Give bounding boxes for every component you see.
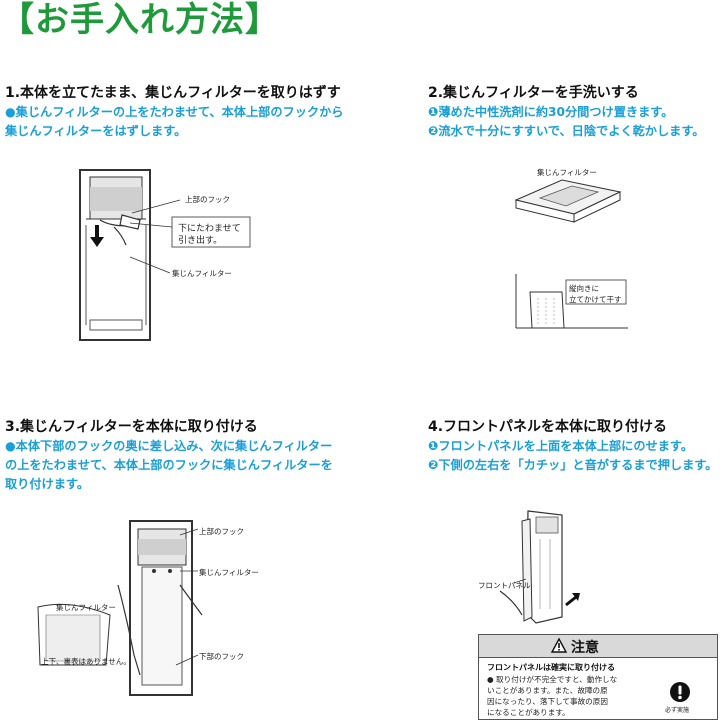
step-3-filter-label: 集じんフィルター [199, 568, 259, 577]
step-2-soak-illustration [514, 179, 622, 223]
caution-line: いことがあります。また、故障の原 [487, 686, 608, 695]
step-3-line: の上をたわませて、本体上部のフックに集じんフィルターを [5, 458, 333, 472]
step-3-bottom-hook-label: 下部のフック [199, 652, 244, 661]
step-1-heading: 1.本体を立てたまま、集じんフィルターを取りはずす [5, 85, 341, 101]
step-3-line: ●本体下部のフックの奥に差し込み、次に集じんフィルター [5, 439, 333, 453]
step-3-illustration [37, 520, 203, 696]
step-2-line: ❶薄めた中性洗剤に約30分間つけ置きます。 [428, 105, 674, 119]
step-1-hook-label: 上部のフック [185, 195, 230, 204]
caution-header [479, 635, 717, 658]
step-2-dry-label-1: 縦向きに [569, 284, 599, 293]
caution-title: 注意 [571, 640, 599, 656]
caution-line: になることがあります。 [487, 708, 570, 717]
step-4-heading: 4.フロントパネルを本体に取り付ける [428, 419, 668, 435]
step-2-line: ❷流水で十分にすすいで、日陰でよく乾かします。 [428, 124, 705, 138]
step-2-text: ❶薄めた中性洗剤に約30分間つけ置きます。 ❷流水で十分にすすいで、日陰でよく乾… [428, 103, 705, 141]
step-3-line: 取り付けます。 [5, 477, 90, 491]
step-1-pull-label-2: 引き出す。 [178, 236, 223, 246]
caution-subtitle: フロントパネルは確実に取り付ける [487, 663, 615, 672]
warning-triangle-icon [550, 637, 568, 653]
step-2-filter-label: 集じんフィルター [537, 168, 597, 177]
caution-text: ● 取り付けが不完全ですと、動作しな いことがあります。また、故障の原 因になっ… [487, 674, 617, 718]
caution-box: 注意 フロントパネルは確実に取り付ける ● 取り付けが不完全ですと、動作しな い… [478, 634, 718, 720]
step-1-illustration [79, 169, 251, 341]
step-3-top-hook-label: 上部のフック [199, 527, 244, 536]
step-3-filter-zoom-label: 集じんフィルター [56, 603, 116, 612]
step-4-illustration [499, 510, 580, 624]
step-3-no-side-label: 上下、裏表はありません。 [41, 657, 131, 666]
step-2-dry-label-2: 立てかけて干す [569, 295, 622, 304]
caution-line: 因になったり、落下して事故の原因 [487, 697, 608, 706]
step-3-heading: 3.集じんフィルターを本体に取り付ける [5, 419, 258, 435]
step-1-pull-label-1: 下にたわませて [178, 224, 241, 234]
step-4-line: ❷下側の左右を「カチッ」と音がするまで押します。 [428, 458, 718, 472]
must-do-icon [670, 682, 690, 702]
step-2-heading: 2.集じんフィルターを手洗いする [428, 85, 639, 101]
step-4-text: ❶フロントパネルを上面を本体上部にのせます。 ❷下側の左右を「カチッ」と音がする… [428, 437, 717, 475]
step-3-text: ●本体下部のフックの奥に差し込み、次に集じんフィルター の上をたわませて、本体上… [5, 437, 333, 494]
step-1-line: ●集じんフィルターの上をたわませて、本体上部のフックから [5, 105, 344, 119]
step-4-front-panel-label: フロントパネル [478, 581, 531, 590]
step-4-line: ❶フロントパネルを上面を本体上部にのせます。 [428, 439, 694, 453]
step-1-text: ●集じんフィルターの上をたわませて、本体上部のフックから 集じんフィルターをはず… [5, 103, 343, 141]
step-1-line: 集じんフィルターをはずします。 [5, 124, 187, 138]
step-2-dry-illustration [515, 274, 628, 329]
page-title: 【お手入れ方法】 [0, 0, 280, 40]
caution-line: ● 取り付けが不完全ですと、動作しな [487, 675, 618, 684]
step-1-filter-label: 集じんフィルター [172, 269, 232, 278]
must-do-label: 必ず実施 [665, 707, 690, 714]
